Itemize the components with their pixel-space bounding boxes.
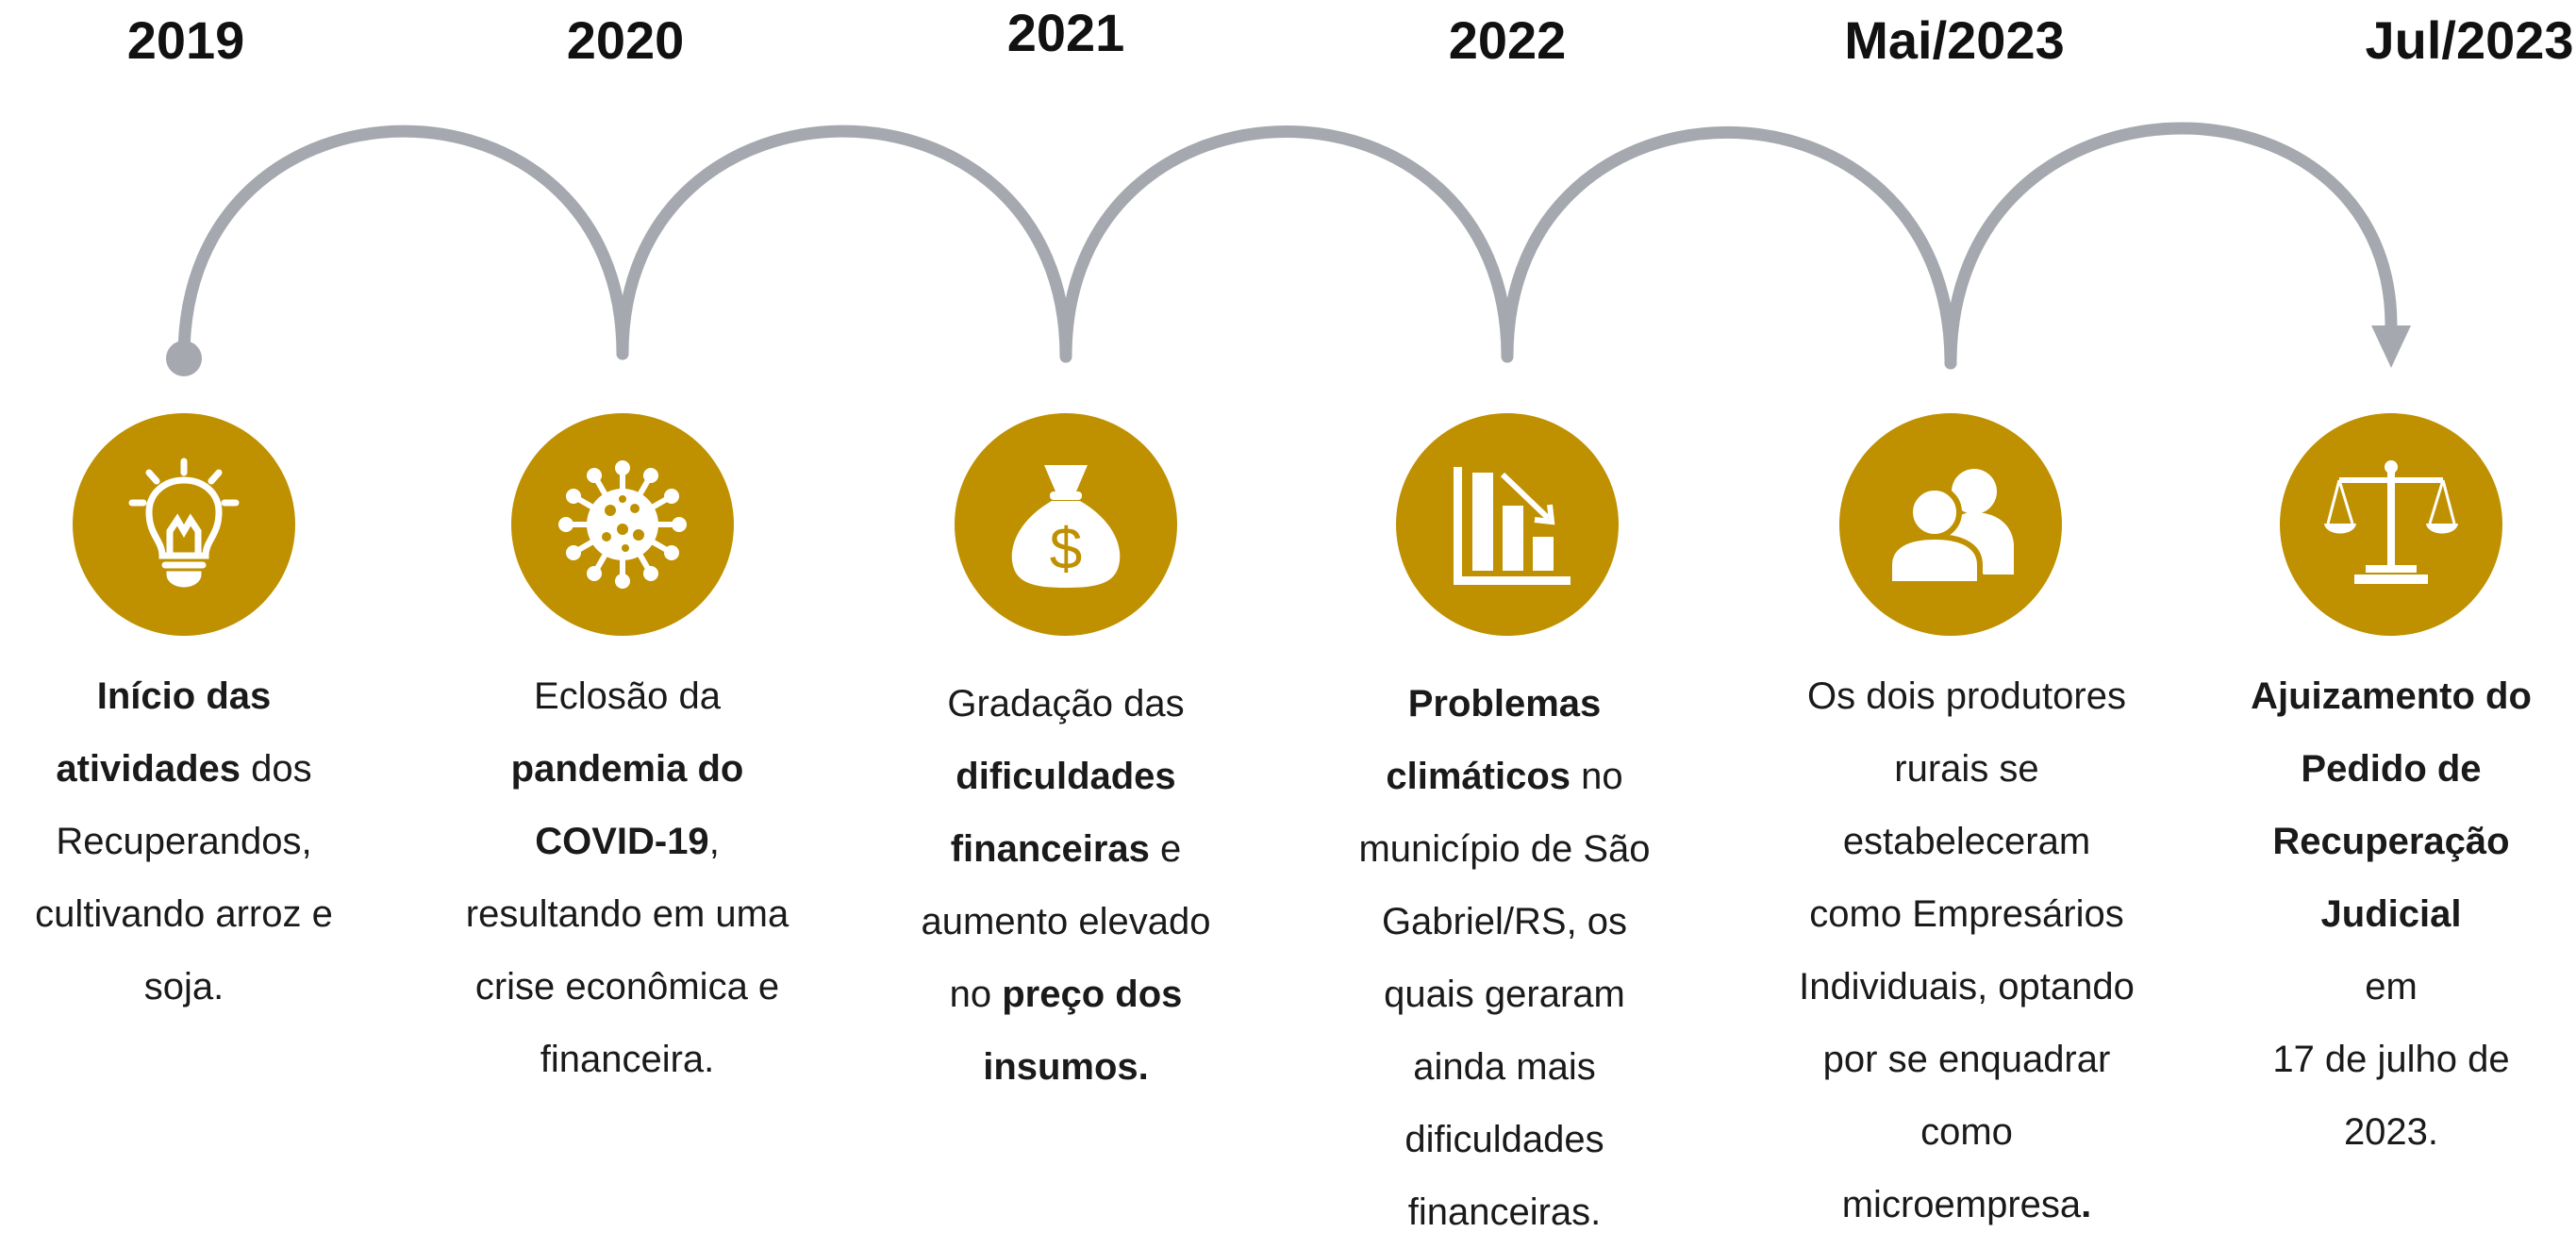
year-label: 2022 xyxy=(1448,10,1567,70)
description-text: quais geraram xyxy=(1384,974,1625,1015)
description-text: Gabriel/RS, os xyxy=(1381,901,1628,942)
description-emphasis: Judicial xyxy=(2320,893,2462,935)
arc-mai2023-jul2023 xyxy=(1944,122,2398,370)
description-text: financeiras. xyxy=(1407,1191,1602,1233)
money-bag-icon: $ xyxy=(1011,465,1121,588)
milestone-icon-circle xyxy=(511,413,734,636)
description-text: dificuldades xyxy=(1404,1119,1604,1160)
declining-chart-icon xyxy=(1454,467,1571,585)
description-text: Individuais, optando xyxy=(1799,966,2135,1008)
description-emphasis: climáticos xyxy=(1386,756,1571,797)
description-text: rurais se xyxy=(1894,748,2039,790)
description-text: soja. xyxy=(143,966,224,1008)
description-emphasis: financeiras xyxy=(950,828,1150,870)
description-emphasis: Ajuizamento do xyxy=(2251,675,2532,717)
description-text: aumento elevado xyxy=(921,901,1211,942)
people-icon xyxy=(1886,469,2014,587)
arc-2020-2021 xyxy=(616,125,1072,363)
description-text: resultando em uma xyxy=(465,893,789,935)
milestone-description: Os dois produtores rurais se estabeleceram… xyxy=(1783,660,2151,1241)
description-text: crise econômica e xyxy=(474,966,780,1008)
year-label: Jul/2023 xyxy=(2365,10,2574,70)
milestone-icon-circle: $ xyxy=(955,413,1177,636)
description-emphasis: dificuldades xyxy=(956,756,1176,797)
description-text: em xyxy=(2365,966,2418,1008)
description-emphasis: . xyxy=(2081,1184,2092,1225)
milestone-icon-circle xyxy=(2280,413,2502,636)
description-emphasis: COVID-19 xyxy=(535,821,709,862)
milestone-icon-circle xyxy=(1396,413,1619,636)
description-emphasis: preço dos xyxy=(1002,974,1183,1015)
description-text: por se enquadrar xyxy=(1822,1039,2111,1080)
description-text: financeira. xyxy=(540,1039,715,1080)
arc-2021-2022 xyxy=(1059,125,1514,363)
virus-icon xyxy=(558,460,687,589)
description-text: Os dois produtores xyxy=(1807,675,2126,717)
description-text: município de São xyxy=(1358,828,1651,870)
arc-group xyxy=(177,122,2398,370)
description-emphasis: atividades xyxy=(56,748,241,790)
description-text: ainda mais xyxy=(1413,1046,1596,1088)
description-emphasis: Recuperação xyxy=(2272,821,2510,862)
description-text: microempresa xyxy=(1841,1184,2082,1225)
description-text: cultivando arroz e xyxy=(35,893,333,935)
description-text: Eclosão da xyxy=(534,675,721,717)
lightbulb-icon xyxy=(128,458,240,588)
milestone-description: Gradação das dificuldades financeiras e aum… xyxy=(882,668,1250,1104)
description-text: como xyxy=(1920,1111,2013,1153)
description-text: 2023. xyxy=(2343,1111,2439,1153)
description-emphasis: pandemia do xyxy=(510,748,744,790)
description-text: no xyxy=(949,974,1003,1015)
description-text: 17 de julho de xyxy=(2272,1039,2510,1080)
description-text: estabeleceram xyxy=(1842,821,2091,862)
description-text: Gradação das xyxy=(947,683,1185,724)
timeline-start-dot xyxy=(166,341,202,376)
year-label: Mai/2023 xyxy=(1844,10,2065,70)
scales-of-justice-icon xyxy=(2324,460,2458,584)
description-text: como Empresários xyxy=(1809,893,2124,935)
description-emphasis: Pedido de xyxy=(2301,748,2482,790)
milestone-icon-circle xyxy=(73,413,295,636)
year-label: 2020 xyxy=(566,10,685,70)
arc-2022-mai2023 xyxy=(1501,125,1957,370)
description-text: dos xyxy=(241,748,312,790)
milestone-icon-circle xyxy=(1839,413,2062,636)
description-text: , xyxy=(708,821,720,862)
svg-text:$: $ xyxy=(1050,517,1082,582)
description-text: no xyxy=(1571,756,1623,797)
description-text: e xyxy=(1149,828,1182,870)
milestone-description: Eclosão da pandemia do COVID-19, resultando… xyxy=(443,660,811,1096)
year-label: 2021 xyxy=(1006,3,1125,62)
description-emphasis: Problemas xyxy=(1407,683,1602,724)
description-text: Recuperandos, xyxy=(56,821,312,862)
timeline-end-arrowhead xyxy=(2371,325,2411,368)
description-emphasis: Início das xyxy=(96,675,272,717)
arc-2019-2020 xyxy=(177,125,629,363)
year-label: 2019 xyxy=(126,10,245,70)
description-emphasis: insumos. xyxy=(983,1046,1149,1088)
